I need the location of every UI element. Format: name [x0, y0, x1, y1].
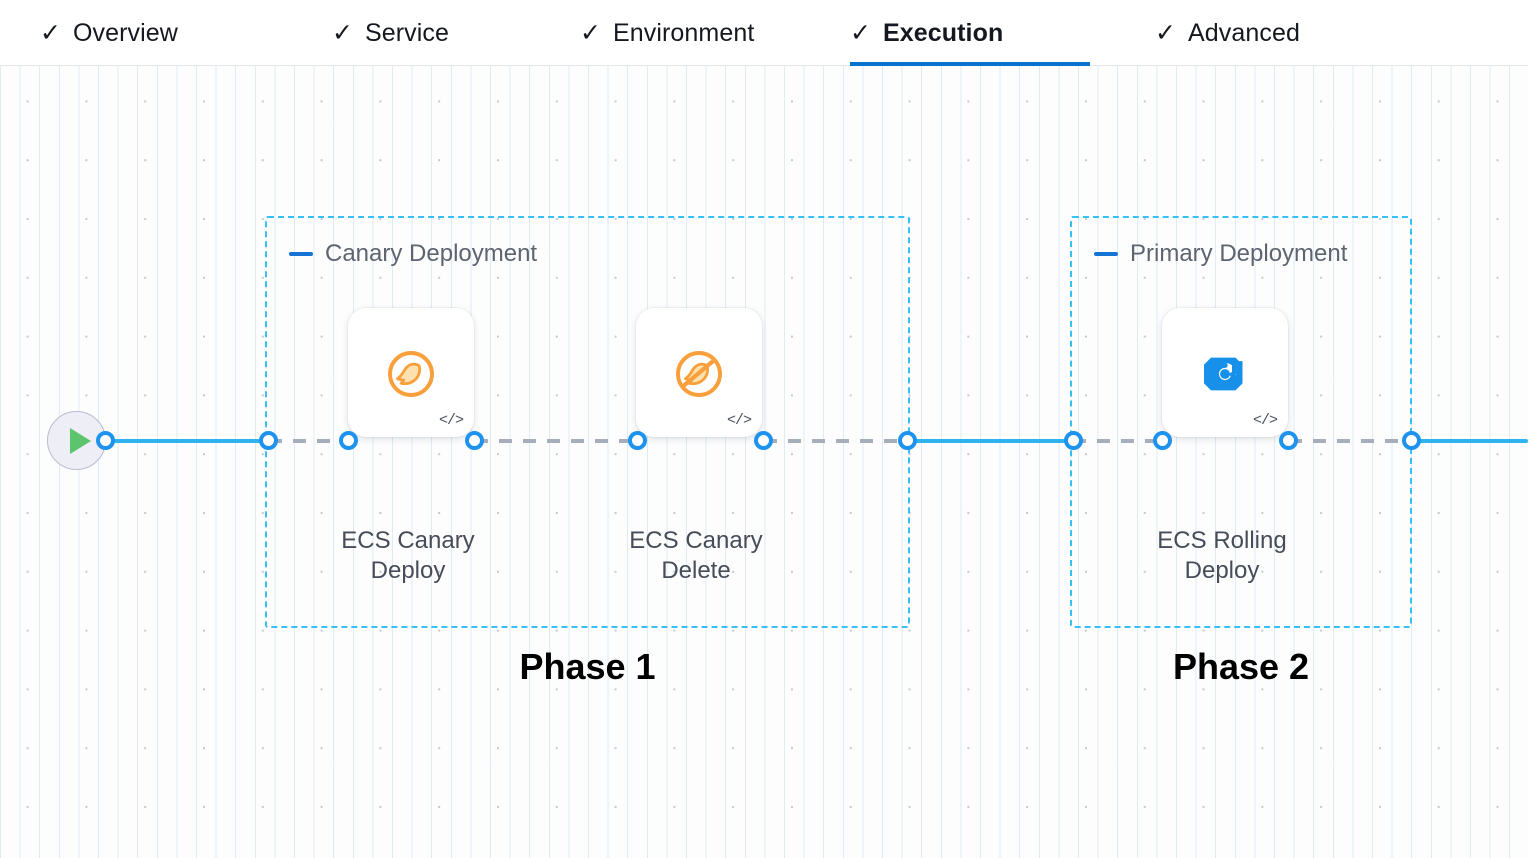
node-label-ecs-canary-deploy: ECS Canary Deploy	[341, 527, 475, 585]
edge-start-to-group1[interactable]	[105, 439, 260, 443]
phase-label-1: Phase 1	[519, 646, 656, 687]
phase-label-2: Phase 2	[1172, 646, 1310, 687]
tab-overview[interactable]: ✓ Overview	[40, 0, 240, 66]
node-ecs-rolling-deploy[interactable]: </>	[1162, 308, 1288, 437]
node-label-ecs-rolling-deploy: ECS Rolling Deploy	[1157, 527, 1287, 585]
port-group2-out[interactable]	[1402, 431, 1421, 450]
port-start-out[interactable]	[96, 431, 115, 450]
port-group2-in[interactable]	[1064, 431, 1083, 450]
tab-service[interactable]: ✓ Service	[332, 0, 507, 66]
node-ecs-canary-deploy[interactable]: </>	[348, 308, 474, 437]
wizard-tab-bar: ✓ Overview ✓ Service ✓ Environment ✓ Exe…	[0, 0, 1528, 66]
tab-label: Overview	[72, 18, 178, 47]
tab-environment[interactable]: ✓ Environment	[580, 0, 825, 66]
edge-group2-to-next[interactable]	[1411, 439, 1528, 443]
ecs-rolling-deploy-icon	[1162, 346, 1288, 402]
minus-icon[interactable]	[289, 252, 313, 256]
tab-label: Advanced	[1187, 18, 1300, 47]
group-title: Canary Deployment	[325, 240, 538, 267]
group-header: Canary Deployment	[289, 240, 537, 268]
edge-group2-to-rolling[interactable]	[1073, 439, 1154, 443]
port-rolling-deploy-in[interactable]	[1153, 431, 1172, 450]
play-icon	[69, 427, 91, 454]
port-canary-deploy-out[interactable]	[465, 431, 484, 450]
minus-icon[interactable]	[1094, 252, 1118, 256]
port-canary-delete-in[interactable]	[628, 431, 647, 450]
check-icon: ✓	[332, 18, 353, 47]
edge-group1-to-deploy[interactable]	[269, 439, 340, 443]
code-icon: </>	[726, 412, 752, 429]
edge-deploy-to-delete[interactable]	[475, 439, 629, 443]
group-canary-deployment[interactable]: Canary Deployment	[265, 216, 910, 628]
tab-label: Service	[364, 18, 450, 47]
tab-label: Environment	[612, 18, 755, 47]
edge-rolling-to-group2[interactable]	[1289, 439, 1403, 443]
canary-bird-icon	[348, 346, 474, 402]
check-icon: ✓	[40, 18, 61, 47]
tab-advanced[interactable]: ✓ Advanced	[1155, 0, 1355, 66]
port-canary-deploy-in[interactable]	[339, 431, 358, 450]
port-group1-out[interactable]	[898, 431, 917, 450]
check-icon: ✓	[850, 18, 871, 47]
code-icon: </>	[438, 412, 464, 429]
tab-label: Execution	[882, 18, 1004, 47]
tab-active-underline	[850, 62, 1090, 66]
canary-bird-delete-icon	[636, 346, 762, 402]
node-label-ecs-canary-delete: ECS Canary Delete	[629, 527, 763, 585]
port-group1-in[interactable]	[259, 431, 278, 450]
group-title: Primary Deployment	[1130, 240, 1348, 267]
edge-group1-to-group2[interactable]	[907, 439, 1065, 443]
check-icon: ✓	[1155, 18, 1176, 47]
tab-execution[interactable]: ✓ Execution	[850, 0, 1090, 66]
group-header: Primary Deployment	[1094, 240, 1347, 268]
check-icon: ✓	[580, 18, 601, 47]
edge-delete-to-group1[interactable]	[764, 439, 899, 443]
port-rolling-deploy-out[interactable]	[1279, 431, 1298, 450]
node-ecs-canary-delete[interactable]: </>	[636, 308, 762, 437]
port-canary-delete-out[interactable]	[754, 431, 773, 450]
code-icon: </>	[1252, 412, 1278, 429]
group-primary-deployment[interactable]: Primary Deployment	[1070, 216, 1412, 628]
